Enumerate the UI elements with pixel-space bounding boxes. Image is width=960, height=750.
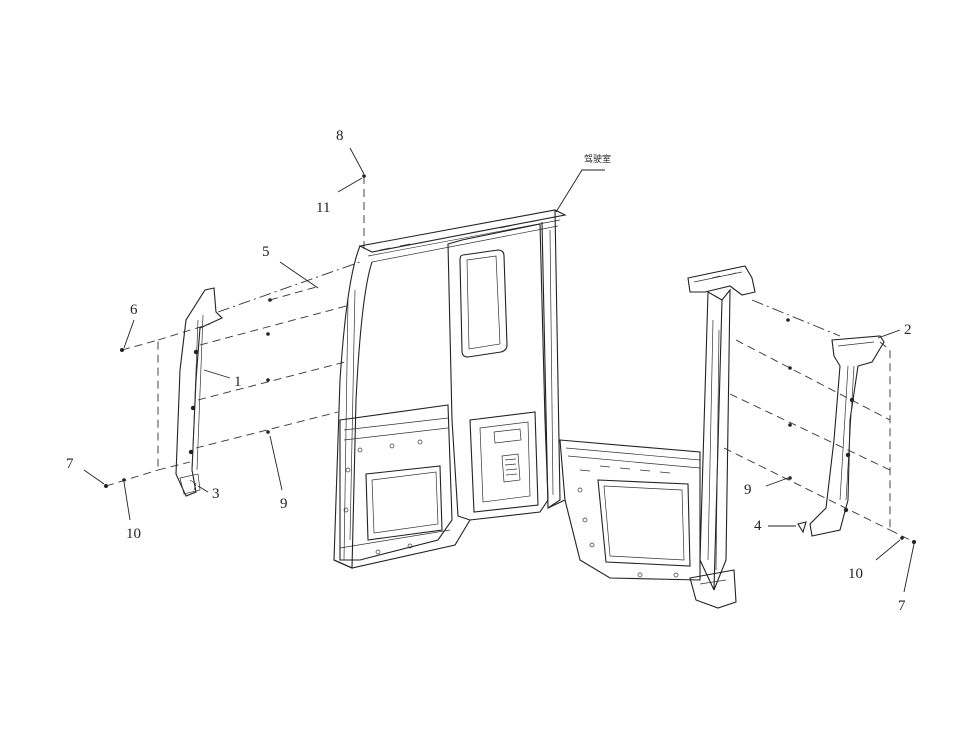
part-2-b-pillar-trim [809,335,885,537]
cab-label: 驾驶室 [584,153,611,164]
callout-2: 2 [904,322,912,338]
callout-10-right: 10 [848,566,863,582]
part-4-clip [797,521,807,534]
part-1-a-pillar-trim [175,287,223,497]
callout-9-left: 9 [280,496,288,512]
assembly-lines-left [104,174,366,488]
callout-4: 4 [754,518,762,534]
cab-side-panel [333,169,605,569]
callout-3: 3 [212,486,220,502]
assembly-lines-right [723,299,916,544]
callout-6: 6 [130,302,138,318]
cab-rear-panel [547,265,756,609]
callout-11: 11 [316,200,330,216]
part-3-bracket [189,479,197,491]
leader-lines [83,147,915,593]
callout-5: 5 [262,244,270,260]
callout-9-right: 9 [744,482,752,498]
callout-1: 1 [234,374,242,390]
callout-8: 8 [336,128,344,144]
callout-7-left: 7 [66,456,74,472]
callout-7-right: 7 [898,598,906,614]
callout-10-left: 10 [126,526,141,542]
callout-labels: 驾驶室 8 11 5 6 1 3 9 7 10 2 4 9 10 7 [66,128,912,614]
